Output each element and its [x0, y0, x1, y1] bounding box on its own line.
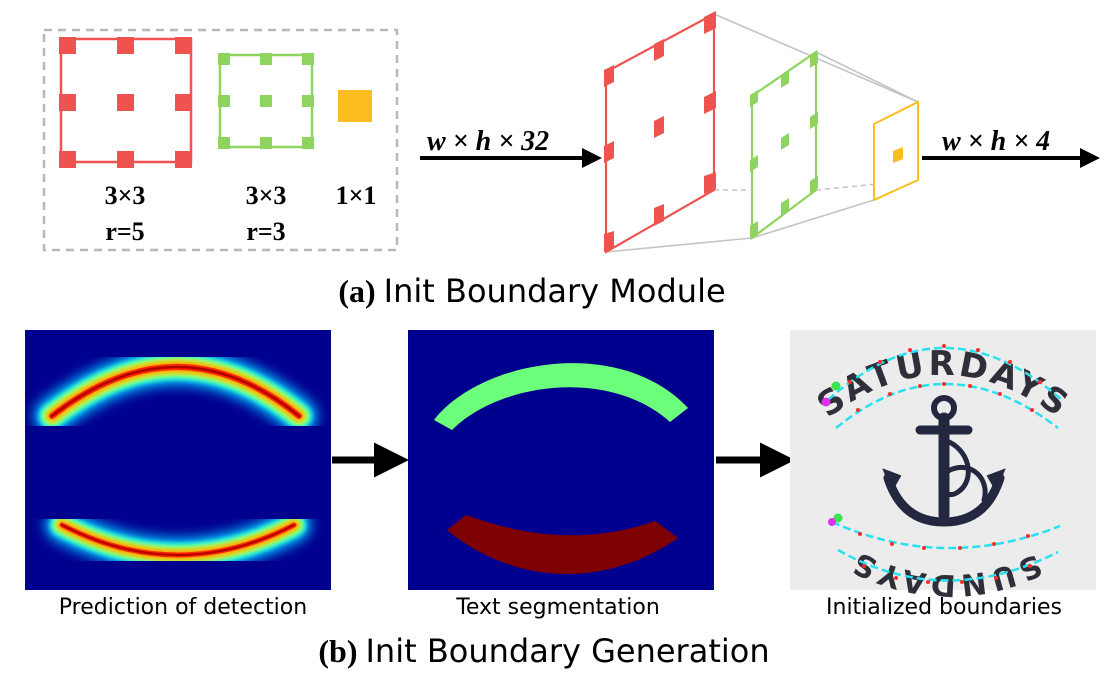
initialized-boundaries-label: Initialized boundaries — [826, 595, 1062, 620]
panel-a-caption-text: Init Boundary Module — [384, 272, 726, 310]
input-shape-label: w × h × 32 — [427, 126, 549, 157]
start-point-magenta-top — [821, 397, 831, 407]
kernel-1x1 — [338, 90, 372, 122]
start-point-green-top — [831, 381, 841, 391]
text-segmentation-map: Text segmentation — [408, 330, 714, 620]
kernel-3x3-r5 — [59, 37, 193, 168]
panel-b-caption-text: Init Boundary Generation — [365, 632, 769, 670]
kernel-3x3-r3 — [218, 53, 314, 149]
panel-a-caption-prefix: (a) — [338, 273, 375, 309]
kernel-2-size-label: 3×3 — [246, 181, 287, 210]
detection-heatmap: Prediction of detection — [25, 330, 331, 620]
kernel-group-border — [42, 28, 399, 252]
panel-a: 3×3 r=5 3×3 r=3 1×1 w × h × 32 — [42, 11, 1100, 310]
kernel-1-size-label: 3×3 — [105, 181, 146, 210]
layer-red — [604, 11, 716, 254]
layer-green — [750, 49, 818, 241]
text-segmentation-label: Text segmentation — [455, 595, 660, 620]
panel-b: Prediction of detection Text segmentatio… — [25, 330, 1096, 670]
panel-b-caption: (b) Init Boundary Generation — [318, 632, 769, 670]
segment-bottom — [447, 515, 678, 575]
anchor-icon — [882, 395, 1006, 527]
panel-a-caption: (a) Init Boundary Module — [338, 272, 725, 310]
start-point-magenta-bottom — [828, 518, 836, 526]
kernel-1-rate-label: r=5 — [105, 217, 144, 246]
kernel-3-size-label: 1×1 — [336, 181, 377, 210]
detection-heatmap-label: Prediction of detection — [59, 595, 307, 620]
panel-b-caption-prefix: (b) — [318, 633, 357, 669]
segment-top — [434, 363, 688, 430]
initialized-boundaries-image: SATURDAYS SUNDAYS — [790, 330, 1096, 620]
output-shape-label: w × h × 4 — [942, 126, 1050, 157]
layer-yellow — [873, 100, 919, 202]
kernel-2-rate-label: r=3 — [246, 217, 285, 246]
start-point-green-bottom — [833, 513, 843, 523]
boundary-points — [848, 344, 1042, 584]
